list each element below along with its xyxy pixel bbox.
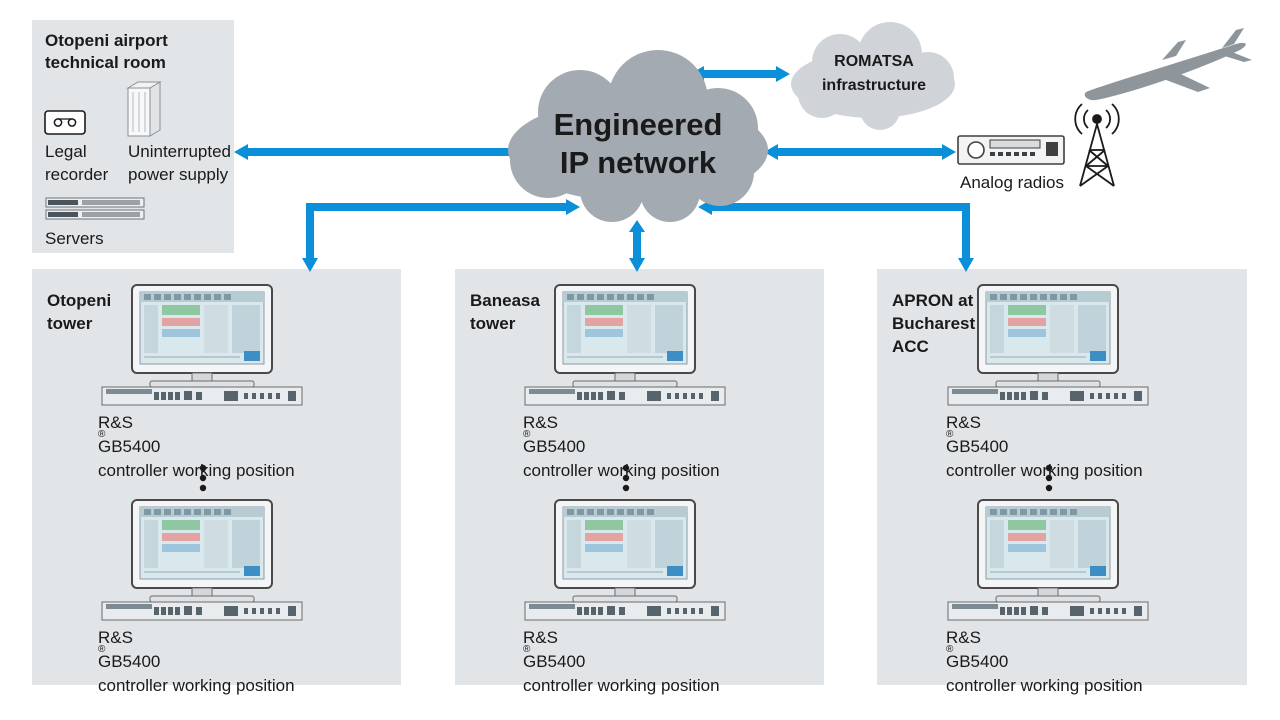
baneasa-tower-title: Baneasa tower: [470, 291, 540, 333]
otopeni-tower-title: Otopeni tower: [47, 291, 112, 333]
cassette-icon: [44, 110, 86, 135]
link-otopeni-tower: [302, 199, 580, 272]
ip-network-label: Engineered IP network: [553, 107, 723, 180]
apron-title: APRON at Bucharest ACC: [892, 291, 976, 356]
network-links: [234, 66, 974, 272]
servers-label: Servers: [45, 229, 104, 248]
radio-tower-icon: [1074, 103, 1120, 187]
cwp-caption: R&S®GB5400 controller working position: [523, 413, 720, 480]
cwp-apron-top: [947, 284, 1149, 406]
ip-network-cloud: [508, 50, 768, 222]
legal-recorder-label: Legal recorder: [45, 142, 109, 184]
cwp-caption: R&S®GB5400 controller working position: [523, 628, 720, 695]
link-analog-radios: [764, 144, 956, 160]
analog-radio-icon: [957, 135, 1065, 165]
cwp-otopeni-top: [101, 284, 303, 406]
airplane-icon: [1084, 28, 1252, 101]
ups-label: Uninterrupted power supply: [128, 142, 232, 184]
servers-icon: [45, 197, 145, 220]
cwp-caption: R&S®GB5400 controller working position: [98, 628, 295, 695]
cwp-baneasa-top: [524, 284, 726, 406]
technical-room-title: Otopeni airport technical room: [45, 31, 168, 72]
romatsa-cloud: [791, 22, 955, 130]
link-apron: [698, 199, 974, 272]
link-technical-room: [234, 144, 526, 160]
cwp-apron-bottom: [947, 499, 1149, 621]
analog-radios-label: Analog radios: [960, 173, 1064, 192]
ups-cabinet-icon: [126, 81, 162, 137]
cwp-caption: R&S®GB5400 controller working position: [946, 413, 1143, 480]
cwp-caption: R&S®GB5400 controller working position: [98, 413, 295, 480]
link-romatsa: [690, 66, 790, 82]
cwp-caption: R&S®GB5400 controller working position: [946, 628, 1143, 695]
cwp-otopeni-bottom: [101, 499, 303, 621]
romatsa-label: ROMATSA infrastructure: [821, 53, 927, 94]
link-baneasa-tower: [629, 220, 645, 272]
cwp-baneasa-bottom: [524, 499, 726, 621]
